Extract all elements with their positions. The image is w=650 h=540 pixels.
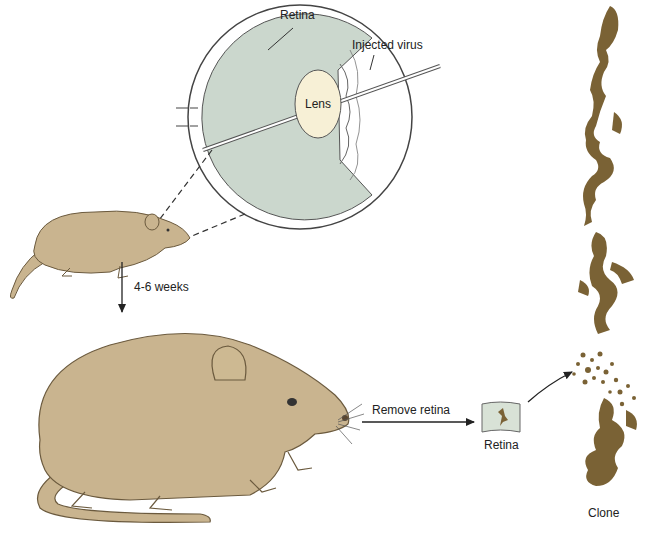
needle [203,66,440,150]
part-label: Injected virus [352,38,423,52]
part-label: Lens [305,97,331,111]
process-arrow [362,421,474,422]
adult-rat [38,334,365,523]
part-label: Retina [280,8,315,22]
step-label: Remove retina [372,403,450,417]
time-arrow [121,262,122,312]
young-rat [10,211,190,298]
part-label: Clone [588,506,619,520]
lens: Lens [294,69,342,139]
clone [572,6,637,486]
retina-piece [482,402,520,432]
part-label: Retina [484,438,519,452]
leader-line [370,55,374,70]
process-arrow [528,372,572,402]
leader-line [268,28,293,50]
time-label: 4-6 weeks [134,280,189,294]
